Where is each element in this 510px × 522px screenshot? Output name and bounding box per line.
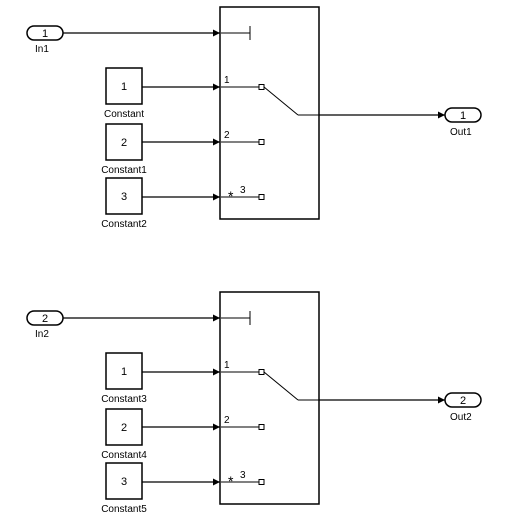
data-port-label: 1: [224, 360, 230, 371]
data-port-label: 3: [240, 185, 246, 196]
constant-box: [105, 67, 143, 105]
data-port-label: 1: [224, 75, 230, 86]
data-port-terminal: [258, 194, 265, 200]
data-port-label: 3: [240, 470, 246, 481]
data-port-terminal: [258, 424, 265, 430]
constant-box: [105, 123, 143, 161]
constant-value: 2: [121, 422, 127, 434]
outport-label: Out1: [450, 127, 472, 138]
multiport-switch-block[interactable]: 1 2 * 3: [219, 291, 320, 505]
constant-box: [105, 408, 143, 446]
inport-label: In1: [35, 44, 49, 55]
constant-box: [105, 177, 143, 215]
outport-label: Out2: [450, 412, 472, 423]
constant-box: [105, 462, 143, 500]
outport-1[interactable]: 1: [444, 107, 482, 123]
data-port-terminal: [258, 369, 265, 375]
constant-name: Constant2: [101, 219, 147, 230]
default-port-marker: *: [228, 473, 234, 489]
subsystem-group-2: 2In212*31Constant32Constant43Constant52O…: [26, 291, 482, 515]
data-port-label: 2: [224, 130, 230, 141]
constant-value: 3: [121, 191, 127, 203]
outport-2[interactable]: 2: [444, 392, 482, 408]
constant-value: 3: [121, 476, 127, 488]
constant-value: 2: [121, 137, 127, 149]
multiport-switch-block[interactable]: 1 2 * 3: [219, 6, 320, 220]
data-port-terminal: [258, 479, 265, 485]
multiport-switch-body: [219, 291, 320, 505]
constant-name: Constant5: [101, 504, 147, 515]
inport-1-number: 1: [42, 28, 48, 40]
default-port-marker: *: [228, 188, 234, 204]
inport-1[interactable]: 1: [26, 25, 64, 41]
switch-lever: [263, 86, 299, 116]
inport-label: In2: [35, 329, 49, 340]
outport-2-number: 2: [460, 395, 466, 407]
outport-1-number: 1: [460, 110, 466, 122]
outport-2-shape: [444, 392, 482, 408]
subsystem-group-1: 1In112*31Constant2Constant13Constant21Ou…: [26, 6, 482, 230]
data-port-terminal: [258, 84, 265, 90]
outport-1-shape: [444, 107, 482, 123]
switch-lever: [263, 371, 299, 401]
data-port-label: 2: [224, 415, 230, 426]
constant-box: [105, 352, 143, 390]
constant-name: Constant4: [101, 450, 147, 461]
constant-value: 1: [121, 81, 127, 93]
inport-2[interactable]: 2: [26, 310, 64, 326]
constant-name: Constant: [104, 109, 144, 120]
inport-2-number: 2: [42, 313, 48, 325]
constant-name: Constant1: [101, 165, 147, 176]
constant-value: 1: [121, 366, 127, 378]
multiport-switch-body: [219, 6, 320, 220]
data-port-terminal: [258, 139, 265, 145]
constant-name: Constant3: [101, 394, 147, 405]
